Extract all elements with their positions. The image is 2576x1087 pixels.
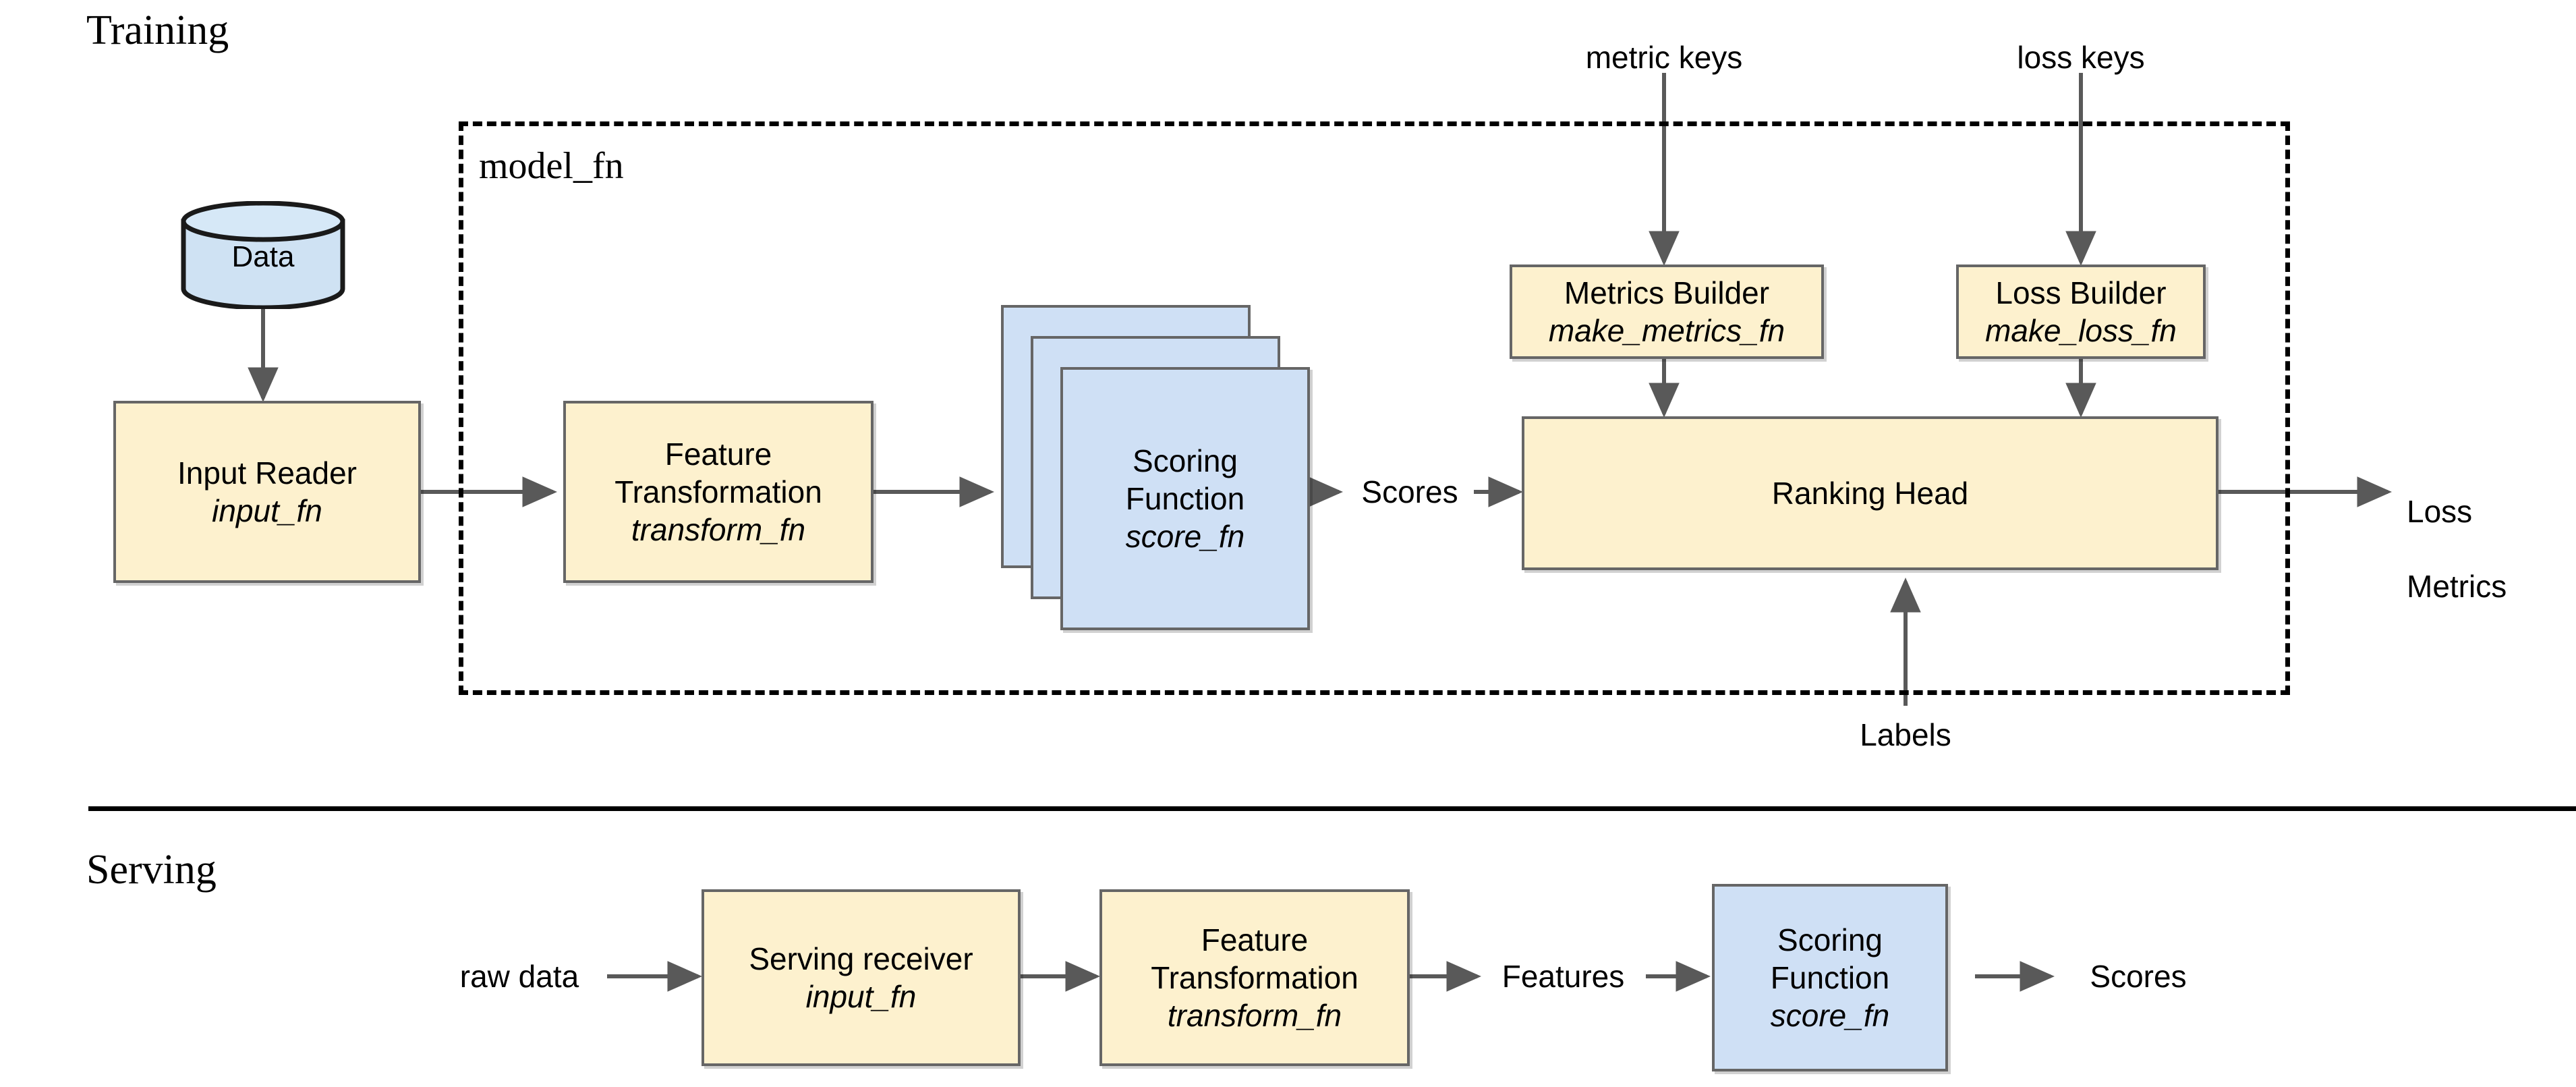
ranking-head-title: Ranking Head [1771, 475, 1969, 511]
node-ranking-head[interactable]: Ranking Head [1522, 416, 2219, 570]
input-reader-fn: input_fn [212, 493, 322, 528]
node-scoring-function-serving[interactable]: Scoring Function score_fn [1712, 884, 1948, 1071]
scoring-function-serving-title-line2: Function [1770, 959, 1890, 995]
scoring-function-title-line1: Scoring [1133, 443, 1238, 478]
data-store-label: Data [231, 240, 295, 273]
cylinder-icon [181, 200, 345, 310]
scoring-function-serving-fn: score_fn [1770, 998, 1890, 1034]
node-loss-builder[interactable]: Loss Builder make_loss_fn [1956, 264, 2206, 359]
training-section-title: Training [86, 7, 229, 53]
node-feature-transformation-training[interactable]: Feature Transformation transform_fn [563, 401, 874, 583]
label-features: Features [1501, 959, 1625, 994]
label-loss: Loss [2407, 494, 2473, 530]
loss-builder-title: Loss Builder [1995, 275, 2167, 310]
label-scores-serving: Scores [2090, 959, 2187, 994]
label-metrics: Metrics [2407, 568, 2507, 604]
scoring-function-fn: score_fn [1125, 519, 1245, 555]
node-scoring-function-training[interactable]: Scoring Function score_fn [1060, 367, 1310, 630]
feature-transformation-serving-title-line1: Feature [1201, 922, 1309, 957]
metrics-builder-fn: make_metrics_fn [1548, 313, 1785, 348]
feature-transformation-serving-fn: transform_fn [1167, 998, 1342, 1034]
feature-transformation-title-line1: Feature [664, 436, 772, 472]
node-input-reader[interactable]: Input Reader input_fn [113, 401, 421, 583]
input-reader-title: Input Reader [177, 455, 357, 491]
node-serving-receiver[interactable]: Serving receiver input_fn [702, 889, 1021, 1066]
serving-receiver-title: Serving receiver [749, 941, 973, 976]
model-fn-boundary [459, 121, 2290, 695]
loss-builder-fn: make_loss_fn [1985, 313, 2177, 348]
data-store-cylinder: Data [181, 200, 345, 310]
section-divider [88, 806, 2576, 811]
feature-transformation-fn: transform_fn [631, 512, 806, 548]
serving-receiver-fn: input_fn [805, 979, 917, 1014]
label-metric-keys: metric keys [1585, 40, 1743, 75]
label-loss-keys: loss keys [2017, 40, 2145, 75]
scoring-function-title-line2: Function [1125, 480, 1245, 516]
serving-section-title: Serving [86, 847, 217, 893]
scoring-function-serving-title-line1: Scoring [1777, 922, 1883, 957]
metrics-builder-title: Metrics Builder [1564, 275, 1770, 310]
label-scores-training: Scores [1361, 474, 1458, 509]
label-raw-data: raw data [459, 959, 579, 994]
feature-transformation-title-line2: Transformation [614, 474, 822, 509]
node-metrics-builder[interactable]: Metrics Builder make_metrics_fn [1510, 264, 1824, 359]
model-fn-label: model_fn [479, 145, 624, 187]
label-loss-metrics: Loss Metrics [2407, 456, 2575, 642]
label-labels: Labels [1860, 717, 1951, 752]
feature-transformation-serving-title-line2: Transformation [1151, 959, 1358, 995]
node-feature-transformation-serving[interactable]: Feature Transformation transform_fn [1099, 889, 1410, 1066]
